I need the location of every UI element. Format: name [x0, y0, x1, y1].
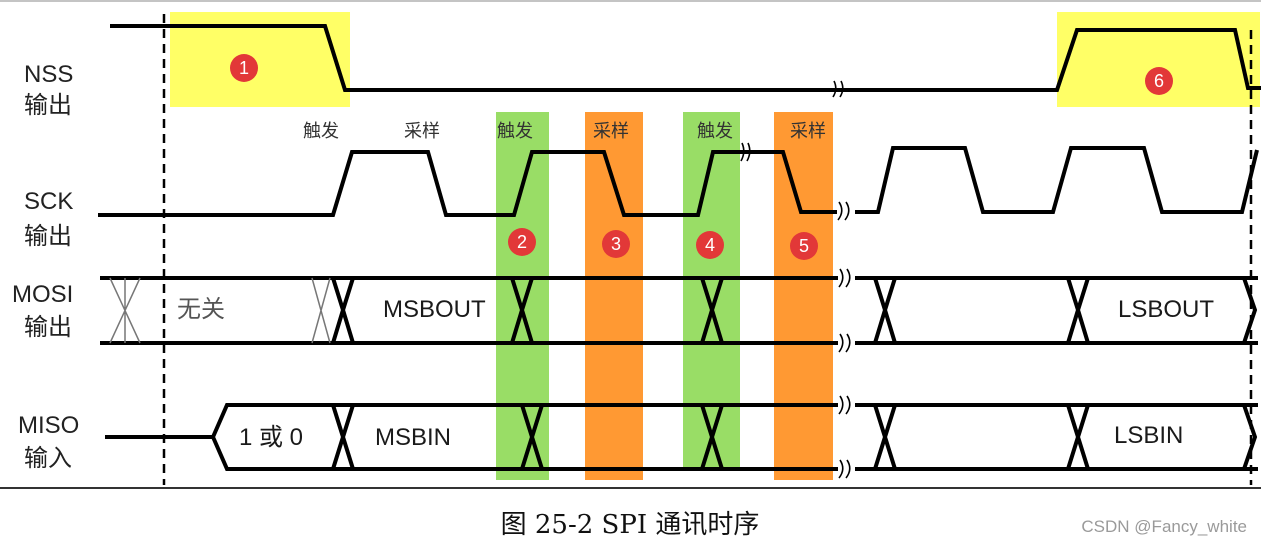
trigger-label-1: 触发 [303, 121, 339, 142]
miso-bus-continued [855, 403, 1258, 471]
miso-signal-name: MISO [18, 412, 79, 439]
break-marks [740, 80, 851, 479]
sample-band-2 [774, 112, 833, 480]
marker-2: 2 [508, 228, 536, 256]
miso-idle-value: 1 或 0 [239, 424, 303, 451]
mosi-first-bit: MSBOUT [383, 296, 486, 323]
trigger-label-2: 触发 [497, 121, 533, 142]
svg-text:2: 2 [517, 232, 527, 252]
mosi-idle-value: 无关 [177, 295, 225, 323]
trigger-label-3: 触发 [697, 121, 733, 142]
sck-waveform-continued [855, 146, 1259, 214]
sck-signal-direction: 输出 [24, 223, 72, 250]
figure-caption: 图 25-2 SPI 通讯时序 [501, 510, 760, 540]
svg-text:1: 1 [239, 58, 249, 78]
miso-bus [211, 403, 838, 471]
nss-signal-name: NSS [24, 61, 73, 88]
svg-text:3: 3 [611, 234, 621, 254]
sample-label-3: 采样 [790, 121, 826, 142]
marker-6: 6 [1145, 67, 1173, 95]
mosi-signal-direction: 输出 [24, 314, 72, 341]
sample-band-1 [585, 112, 643, 480]
mosi-idle-hatch [109, 277, 331, 344]
sck-waveform [98, 150, 837, 217]
marker-4: 4 [696, 231, 724, 259]
trigger-band-2 [683, 112, 740, 470]
nss-signal-direction: 输出 [24, 92, 72, 119]
trigger-band-1 [496, 112, 549, 480]
sample-label-2: 采样 [593, 121, 629, 142]
marker-3: 3 [602, 230, 630, 258]
mosi-last-bit: LSBOUT [1118, 296, 1214, 323]
watermark: CSDN @Fancy_white [1081, 517, 1247, 536]
marker-1: 1 [230, 54, 258, 82]
mosi-signal-name: MOSI [12, 281, 73, 308]
miso-first-bit: MSBIN [375, 424, 451, 451]
svg-text:5: 5 [799, 236, 809, 256]
mosi-bus-continued [855, 276, 1258, 345]
sck-signal-name: SCK [24, 188, 73, 215]
miso-last-bit: LSBIN [1114, 422, 1183, 449]
marker-5: 5 [790, 232, 818, 260]
miso-signal-direction: 输入 [24, 445, 72, 472]
svg-text:4: 4 [705, 235, 715, 255]
svg-text:6: 6 [1154, 71, 1164, 91]
nss-waveform [110, 24, 1261, 92]
mosi-transitions [331, 277, 724, 344]
sample-label-1: 采样 [404, 121, 440, 142]
